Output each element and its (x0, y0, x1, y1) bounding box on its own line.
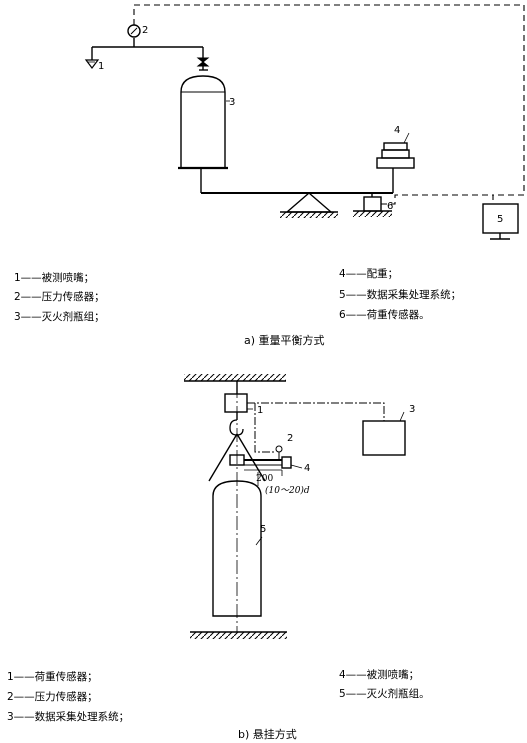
callout-a-2: 2 (142, 25, 148, 36)
load-sensor-b (224, 393, 248, 413)
load-sensor-a (363, 196, 382, 212)
callout-b-4: 4 (304, 463, 310, 474)
dim-200: 200 (256, 474, 273, 484)
gauge-needle (130, 27, 138, 35)
weight-stack-mid (381, 149, 410, 159)
callout-b-5: 5 (260, 524, 266, 535)
signal-line-b (247, 402, 385, 421)
figure-b (184, 374, 406, 639)
legend-b-1: 1——荷重传感器； (7, 670, 98, 683)
legend-a-6: 6——荷重传感器。 (339, 308, 430, 321)
weight-stack-base (376, 157, 415, 169)
callout-b-1: 1 (257, 405, 263, 416)
legend-b-3: 3——数据采集处理系统； (7, 710, 129, 723)
callout-a-6: 6 (387, 201, 393, 212)
caption-a: a) 重量平衡方式 (244, 333, 325, 347)
legend-a-1: 1——被测喷嘴； (14, 271, 94, 284)
sling-left (208, 433, 238, 482)
callout-a-4: 4 (394, 125, 400, 136)
nozzle-b (281, 456, 292, 469)
legend-a-5: 5——数据采集处理系统； (339, 288, 461, 301)
fulcrum (285, 192, 333, 213)
legend-a-4: 4——配重； (339, 267, 398, 280)
callout-b-3: 3 (409, 404, 415, 415)
signal-line-load (381, 194, 493, 205)
legend-a-3: 3——灭火剂瓶组； (14, 310, 105, 323)
legend-b-4: 4——被测喷嘴； (339, 668, 419, 681)
sling-right (236, 433, 266, 482)
figure-a (84, 4, 525, 240)
legend-a-2: 2——压力传感器； (14, 290, 105, 303)
data-system-b (362, 420, 406, 456)
caption-b: b) 悬挂方式 (238, 727, 297, 741)
callout-a-3: 3 (229, 97, 235, 108)
signal-line-pressure (133, 4, 525, 204)
signal-line-b2 (254, 403, 276, 453)
valve-symbol (196, 57, 210, 67)
hook (229, 419, 244, 436)
legend-b-5: 5——灭火剂瓶组。 (339, 687, 430, 700)
weight-stack-top (383, 142, 408, 151)
callout-b-2: 2 (287, 433, 293, 444)
legend-b-2: 2——压力传感器； (7, 690, 98, 703)
pressure-sensor-b (275, 445, 283, 453)
nozzle-symbol (84, 59, 100, 69)
callout-a-5: 5 (497, 214, 503, 225)
callout-a-1: 1 (98, 61, 104, 72)
cylinder-a (180, 75, 226, 169)
dim-d: (10～20)d (265, 485, 310, 496)
